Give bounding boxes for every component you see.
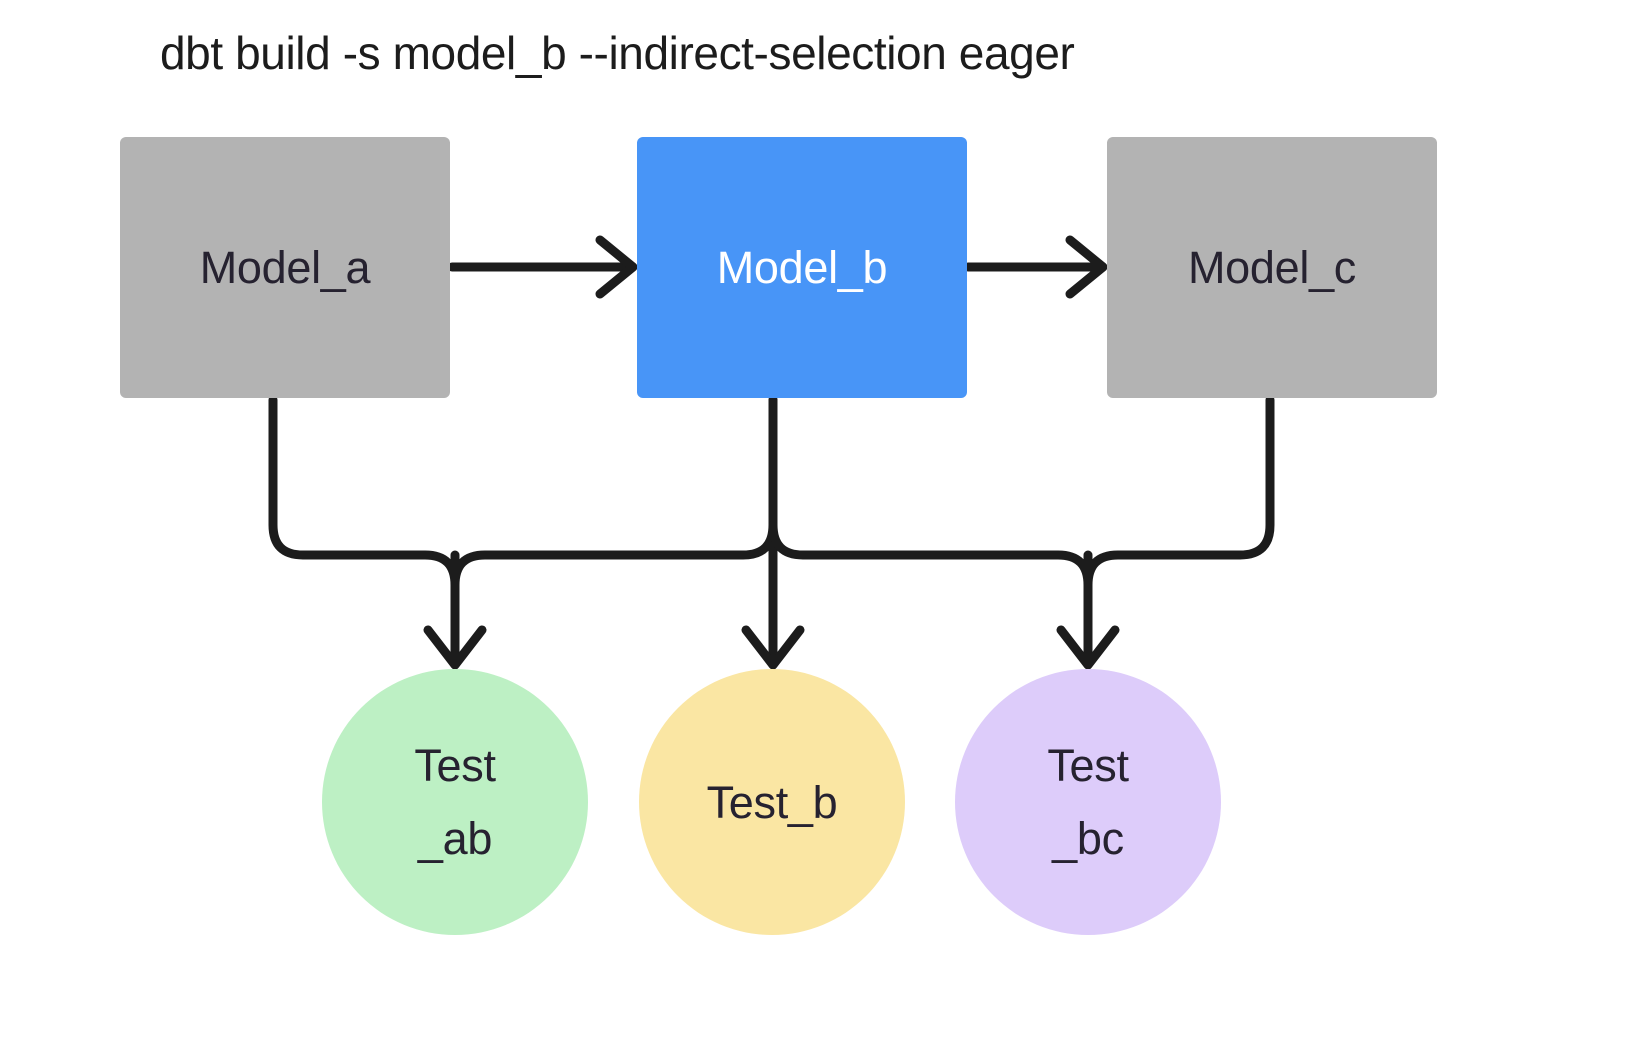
node-model-c-label: Model_c	[1188, 242, 1356, 293]
node-model-c[interactable]: Model_c	[1107, 137, 1437, 398]
node-test-bc-label-line2: _bc	[1052, 813, 1124, 864]
node-model-b[interactable]: Model_b	[637, 137, 967, 398]
edge-model-a-to-model-b	[447, 235, 638, 299]
node-test-bc[interactable]: Test _bc	[955, 669, 1221, 935]
page-title: dbt build -s model_b --indirect-selectio…	[160, 27, 1075, 79]
edge-drop-test-bc	[1056, 550, 1120, 670]
node-test-bc-label-line1: Test	[1047, 740, 1129, 791]
node-model-a[interactable]: Model_a	[120, 137, 450, 398]
node-model-a-label: Model_a	[199, 242, 371, 293]
edge-drop-test-ab	[423, 550, 487, 670]
node-test-ab-label-line1: Test	[414, 740, 496, 791]
edge-model-b-to-model-c	[963, 235, 1108, 299]
edge-model-a-to-test-ab	[268, 395, 460, 590]
edge-model-b-to-test-ab	[450, 395, 778, 590]
node-test-ab[interactable]: Test _ab	[322, 669, 588, 935]
node-test-b-label: Test_b	[706, 776, 838, 828]
node-model-b-label: Model_b	[716, 242, 888, 293]
node-test-b[interactable]: Test_b	[639, 669, 905, 935]
edge-model-b-to-test-bc	[768, 520, 1093, 590]
node-test-ab-label-line2: _ab	[417, 813, 493, 864]
edge-model-c-to-test-bc	[1083, 395, 1275, 590]
node-test-ab-label: Test _ab	[414, 740, 496, 864]
node-test-bc-label: Test _bc	[1047, 740, 1129, 864]
